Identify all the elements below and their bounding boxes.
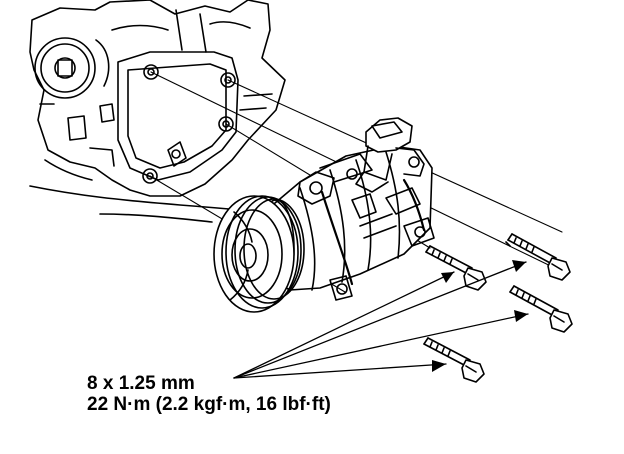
callout-leaders	[233, 260, 529, 379]
bolt-middle-left	[425, 245, 487, 291]
engine-block	[29, 0, 286, 223]
torque-spec-label: 22 N·m (2.2 kgf·m, 16 lbf·ft)	[87, 394, 331, 415]
bolt-size-label: 8 x 1.25 mm	[87, 373, 195, 394]
bolt-spec-callout: 8 x 1.25 mm 22 N·m (2.2 kgf·m, 16 lbf·ft…	[87, 373, 331, 415]
bolt-upper-right	[505, 233, 571, 281]
compressor-pulley	[213, 195, 305, 313]
bolt-lower-right	[509, 285, 573, 333]
mounting-bolts	[423, 233, 573, 383]
bolt-bottom	[423, 337, 485, 383]
